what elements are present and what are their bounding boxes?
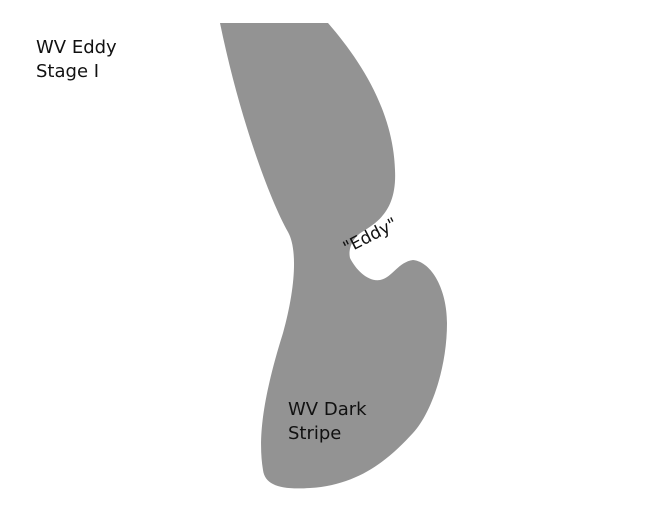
stripe-label-line-2: Stripe [288,423,342,444]
title-line-1: WV Eddy [36,37,117,58]
stripe-label-line-1: WV Dark [288,399,367,420]
dark-stripe-shape [220,23,447,489]
diagram-title: WV Eddy Stage I [36,36,117,84]
stripe-label: WV Dark Stripe [288,398,367,446]
title-line-2: Stage I [36,61,100,82]
